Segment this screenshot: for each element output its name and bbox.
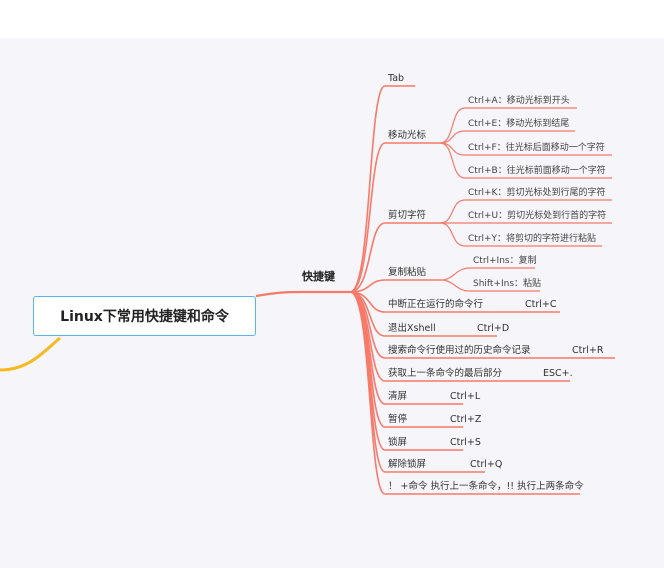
sub-branch-line xyxy=(439,130,575,144)
branch-topic[interactable]: 解除锁屏 xyxy=(388,459,427,470)
hub-topic[interactable]: 快捷键 xyxy=(302,270,335,283)
branch-line xyxy=(349,222,440,293)
branch-topic[interactable]: 中断正在运行的命令行 xyxy=(388,299,484,310)
shortcut-key[interactable]: Ctrl+R xyxy=(572,345,604,356)
sub-branch-line xyxy=(439,199,612,224)
sub-branch-line xyxy=(439,279,540,292)
shortcut-key[interactable]: Ctrl+D xyxy=(477,323,510,334)
branch-topic[interactable]: 暂停 xyxy=(388,414,408,425)
shortcut-key[interactable]: Ctrl+L xyxy=(450,391,481,402)
sub-topic[interactable]: Ctrl+F：往光标后面移动一个字符 xyxy=(468,143,605,153)
sub-topic[interactable]: Ctrl+U：剪切光标处到行首的字符 xyxy=(468,211,607,221)
branch-topic[interactable]: ！ +命令 执行上一条命令，!! 执行上两条命令 xyxy=(388,481,584,492)
sub-branch-line xyxy=(439,107,577,144)
sub-topic[interactable]: Ctrl+E：移动光标到结尾 xyxy=(468,119,570,129)
sub-topic[interactable]: Ctrl+Ins：复制 xyxy=(473,256,537,266)
sub-topic[interactable]: Shift+Ins：粘贴 xyxy=(473,279,542,289)
branch-topic[interactable]: 获取上一条命令的最后部分 xyxy=(388,368,503,379)
sub-topic[interactable]: Ctrl+Y：将剪切的字符进行粘贴 xyxy=(468,234,597,244)
sub-topic[interactable]: Ctrl+A：移动光标到开头 xyxy=(468,96,570,106)
branch-line xyxy=(349,142,440,293)
branch-topic[interactable]: 复制粘贴 xyxy=(388,267,427,278)
sub-branch-line xyxy=(439,267,535,281)
branch-topic[interactable]: 搜索命令行使用过的历史命令记录 xyxy=(388,345,531,356)
root-topic[interactable]: Linux下常用快捷键和命令 xyxy=(33,296,256,336)
branch-topic[interactable]: 剪切字符 xyxy=(388,210,427,221)
shortcut-key[interactable]: ESC+. xyxy=(543,368,573,379)
shortcut-key[interactable]: Ctrl+Z xyxy=(450,414,482,425)
shortcut-key[interactable]: Ctrl+S xyxy=(450,437,481,448)
sub-branch-line xyxy=(439,222,602,247)
branch-topic[interactable]: 清屏 xyxy=(388,391,408,402)
root-to-hub-line xyxy=(255,290,350,298)
branch-line xyxy=(349,85,415,293)
branch-topic[interactable]: 锁屏 xyxy=(388,437,408,448)
shortcut-key[interactable]: Ctrl+Q xyxy=(470,459,503,470)
shortcut-key[interactable]: Ctrl+C xyxy=(525,299,557,310)
sub-branch-line xyxy=(439,142,612,179)
branch-line xyxy=(349,291,580,495)
branch-line xyxy=(349,279,440,293)
left-branch-line xyxy=(0,336,61,372)
sub-topic[interactable]: Ctrl+K：剪切光标处到行尾的字符 xyxy=(468,188,606,198)
sub-topic[interactable]: Ctrl+B：往光标前面移动一个字符 xyxy=(468,166,606,176)
branch-topic[interactable]: Tab xyxy=(388,73,405,84)
branch-topic[interactable]: 移动光标 xyxy=(388,130,427,141)
branch-topic[interactable]: 退出Xshell xyxy=(388,323,436,334)
